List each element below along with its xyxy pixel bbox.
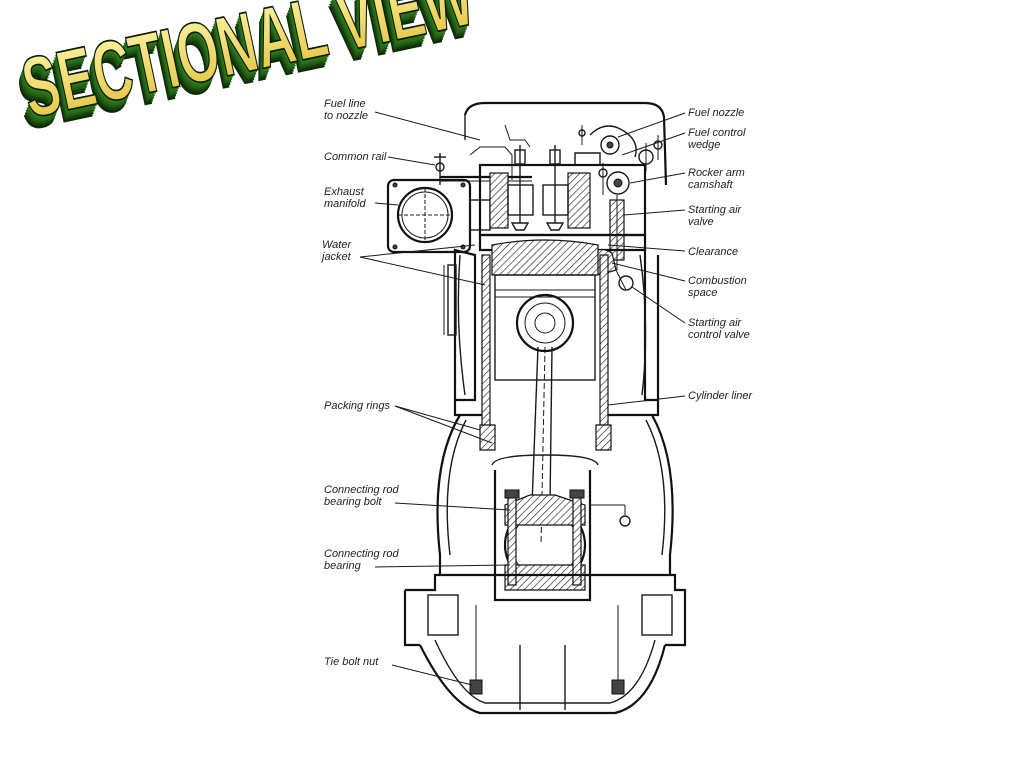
fuel-nozzle-assembly	[574, 125, 663, 171]
exhaust-manifold	[386, 178, 491, 254]
label-common-rail: Common rail	[324, 151, 387, 163]
label-rocker-arm-camshaft: Rocker arm camshaft	[688, 167, 748, 191]
label-connecting-rod-bearing-bolt: Connecting rod bearing bolt	[324, 484, 402, 508]
label-tie-bolt-nut: Tie bolt nut	[324, 656, 379, 668]
label-water-jacket: Water jacket	[320, 239, 354, 263]
label-exhaust-manifold: Exhaust manifold	[324, 186, 367, 210]
label-fuel-line-to-nozzle: Fuel line to nozzle	[324, 98, 369, 122]
label-cylinder-liner: Cylinder liner	[688, 390, 754, 402]
engine-drawing	[386, 101, 687, 715]
label-packing-rings: Packing rings	[324, 400, 391, 412]
cylinder-head-cover	[463, 101, 668, 186]
fuel-line	[469, 146, 513, 180]
label-fuel-control-wedge: Fuel control wedge	[688, 127, 749, 151]
label-starting-air-valve: Starting air valve	[688, 204, 744, 228]
label-connecting-rod-bearing: Connecting rod bearing	[324, 548, 402, 572]
crankcase-base	[403, 573, 687, 715]
label-clearance: Clearance	[688, 246, 738, 258]
rocker-arm-camshaft	[598, 163, 630, 195]
label-fuel-nozzle: Fuel nozzle	[688, 107, 744, 119]
slide-title: SECTIONAL VIEWS SECTIONAL VIEWS SECTIONA…	[10, 0, 470, 145]
engine-frame	[436, 400, 674, 575]
leader-lines	[359, 111, 686, 686]
engine-sectional-diagram: Fuel line to nozzle Common rail Exhaust …	[320, 98, 754, 715]
label-combustion-space: Combustion space	[688, 275, 750, 299]
label-starting-air-control-valve: Starting air control valve	[688, 317, 750, 341]
crankshaft-bearing	[493, 470, 631, 602]
